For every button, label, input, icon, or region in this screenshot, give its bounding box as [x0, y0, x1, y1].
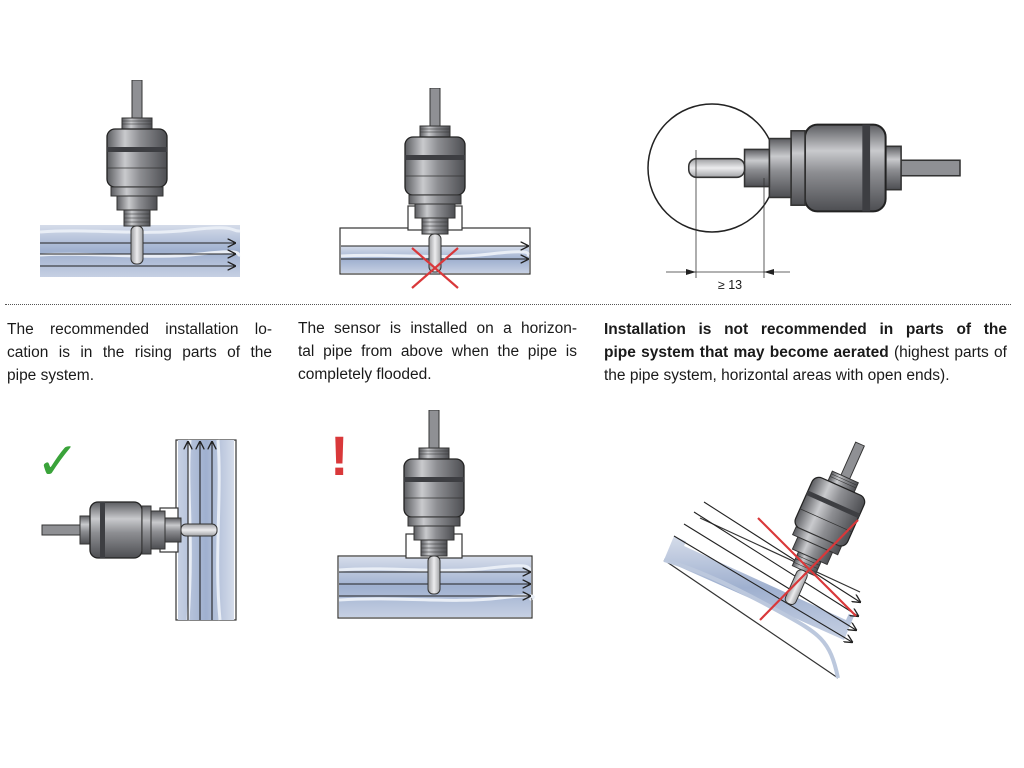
section-divider	[5, 304, 1011, 305]
check-icon: ✓	[36, 432, 80, 492]
figure-detail-dimension: ≥ 13	[647, 103, 962, 292]
cross-icon	[757, 517, 859, 621]
warning-icon: !	[330, 424, 349, 487]
text-line: cation is in the rising parts of the	[7, 344, 272, 361]
figure-inclined-pipe-aerated	[663, 440, 887, 679]
figure-horizontal-pipe-flooded	[337, 410, 535, 619]
text-horizontal-pipe-from-above: The sensor is installed on a horizon- ta…	[298, 317, 577, 386]
cross-icon	[411, 247, 459, 289]
flow-arrow	[693, 511, 858, 616]
text-line: completely flooded.	[298, 366, 432, 383]
figure-vertical-rising-pipe	[41, 439, 237, 621]
text-bold-line: Installation is not recommended in parts…	[604, 321, 1007, 338]
flow-arrow	[673, 535, 852, 642]
flow-arrow	[703, 501, 860, 602]
text-rest: (highest parts of the pipe system, horiz…	[604, 344, 1007, 384]
text-recommended-location: The recommended installation lo- cation …	[7, 318, 272, 387]
text-line: The sensor is installed on a horizon-	[298, 320, 577, 337]
text-line: tal pipe from above when the pipe is	[298, 343, 577, 360]
figure-recommended-rising-pipe	[39, 80, 241, 277]
dimension-label: ≥ 13	[718, 278, 742, 292]
text-not-recommended-aerated: Installation is not recommended in parts…	[604, 318, 1007, 387]
figure-horizontal-pipe-not-flooded	[339, 88, 531, 289]
flow-arrow	[683, 523, 856, 630]
text-line: The recommended installation lo-	[7, 321, 272, 338]
text-bold-line: pipe system that may become aerated	[604, 344, 889, 361]
text-line: pipe system.	[7, 367, 95, 384]
